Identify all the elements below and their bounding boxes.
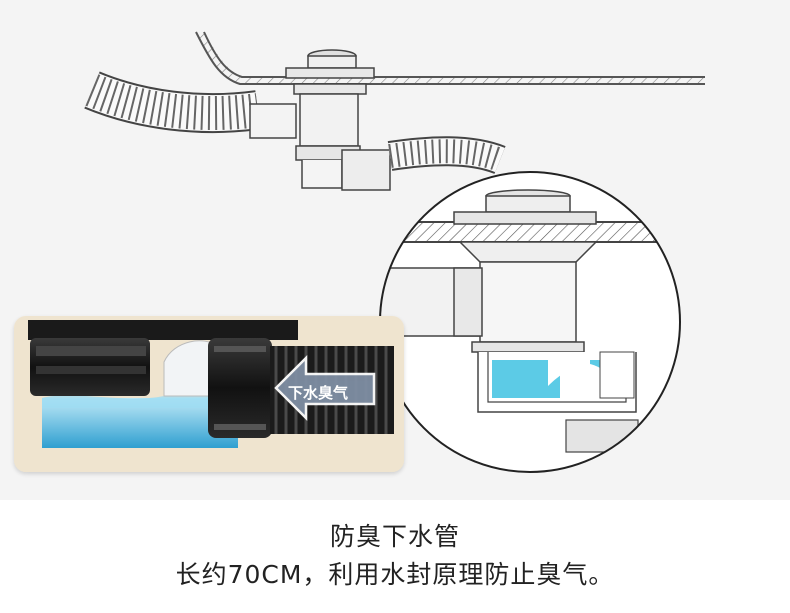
pipe-photo xyxy=(14,316,404,472)
magnified-view xyxy=(379,171,681,473)
photo-inset xyxy=(14,316,404,472)
drain-body-top xyxy=(285,49,506,191)
tub-outline xyxy=(195,31,705,85)
overflow-hose xyxy=(84,71,297,139)
drain-pipe-diagram xyxy=(84,31,705,473)
product-illustration: 下水臭气 xyxy=(0,0,790,500)
arrow-left-icon xyxy=(274,354,376,422)
arrow-label: 下水臭气 xyxy=(288,384,349,402)
caption-title: 防臭下水管 xyxy=(329,522,460,551)
caption: 防臭下水管 长约70CM，利用水封原理防止臭气。 xyxy=(0,518,790,594)
caption-description: 长约70CM，利用水封原理防止臭气。 xyxy=(175,560,615,589)
